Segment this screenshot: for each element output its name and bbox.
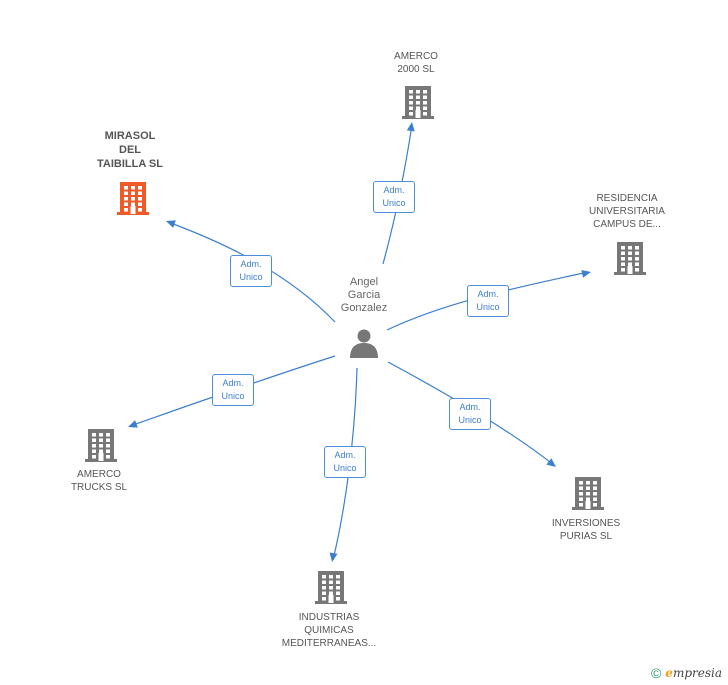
relation-badge-amerco-trucks: Adm.Unico xyxy=(212,374,254,406)
relation-badge-amerco-2000: Adm.Unico xyxy=(373,181,415,213)
copyright-footer: © empresia xyxy=(651,665,722,681)
building-icon[interactable] xyxy=(572,477,604,510)
brand-logo[interactable]: empresia xyxy=(665,666,722,680)
arrowhead-inversiones xyxy=(546,458,556,467)
center-person-label: Angel Garcia Gonzalez xyxy=(340,276,388,314)
copyright-icon: © xyxy=(650,665,662,681)
company-label-residencia[interactable]: RESIDENCIA UNIVERSITARIA CAMPUS DE... xyxy=(589,193,665,230)
company-label-amerco-2000[interactable]: AMERCO 2000 SL xyxy=(394,51,438,75)
person-icon[interactable] xyxy=(350,329,378,359)
arrowhead-residencia xyxy=(581,269,591,278)
company-label-amerco-trucks[interactable]: AMERCO TRUCKS SL xyxy=(70,469,128,493)
relation-badge-inversiones: Adm.Unico xyxy=(449,398,491,430)
relation-badge-residencia: Adm.Unico xyxy=(467,285,509,317)
company-label-inversiones[interactable]: INVERSIONES PURIAS SL xyxy=(551,518,621,542)
relation-badge-mirasol: Adm.Unico xyxy=(230,255,272,287)
relation-badge-industrias: Adm.Unico xyxy=(324,446,366,478)
building-icon[interactable] xyxy=(315,571,347,604)
arrowhead-mirasol xyxy=(166,220,176,228)
building-icon[interactable] xyxy=(85,429,117,462)
arrowhead-amerco-trucks xyxy=(128,420,138,428)
building-icon[interactable] xyxy=(117,182,149,215)
building-icon[interactable] xyxy=(614,242,646,275)
company-label-mirasol[interactable]: MIRASOL DEL TAIBILLA SL xyxy=(97,130,163,170)
arrowhead-industrias xyxy=(329,552,338,562)
building-icon[interactable] xyxy=(402,86,434,119)
arrowhead-amerco-2000 xyxy=(406,122,415,132)
company-label-industrias[interactable]: INDUSTRIAS QUIMICAS MEDITERRANEAS... xyxy=(281,612,377,649)
